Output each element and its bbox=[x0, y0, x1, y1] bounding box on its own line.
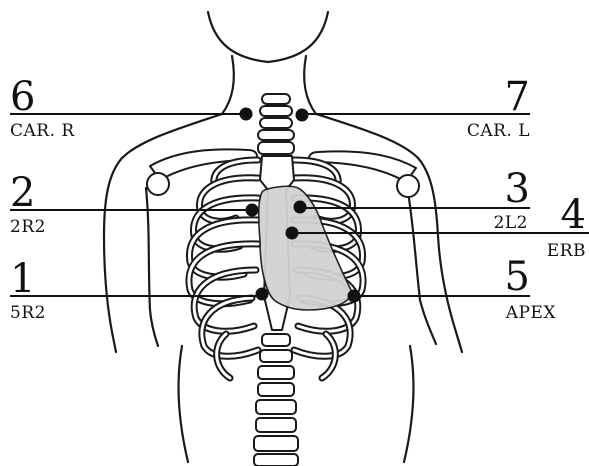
label-car-l: CAR. L bbox=[467, 121, 530, 141]
point-2r2 bbox=[246, 204, 259, 217]
number-2l2: 3 bbox=[505, 166, 530, 212]
point-5r2 bbox=[256, 288, 269, 301]
number-erb: 4 bbox=[561, 192, 586, 238]
number-apex: 5 bbox=[505, 254, 530, 300]
label-apex: APEX bbox=[505, 303, 557, 323]
label-2l2: 2L2 bbox=[494, 213, 528, 233]
point-2l2 bbox=[294, 201, 307, 214]
label-5r2: 5R2 bbox=[10, 303, 46, 323]
point-erb bbox=[286, 227, 299, 240]
label-erb: ERB bbox=[547, 241, 586, 261]
label-2r2: 2R2 bbox=[10, 217, 46, 237]
cervical-spine bbox=[258, 94, 294, 154]
lumbar-spine bbox=[254, 334, 298, 466]
number-car-l: 7 bbox=[505, 74, 530, 120]
point-apex bbox=[348, 290, 361, 303]
point-car-l bbox=[296, 109, 309, 122]
number-5r2: 1 bbox=[10, 256, 35, 302]
label-car-r: CAR. R bbox=[10, 121, 75, 141]
number-car-r: 6 bbox=[10, 74, 35, 120]
number-2r2: 2 bbox=[10, 170, 35, 216]
point-car-r bbox=[240, 108, 253, 121]
